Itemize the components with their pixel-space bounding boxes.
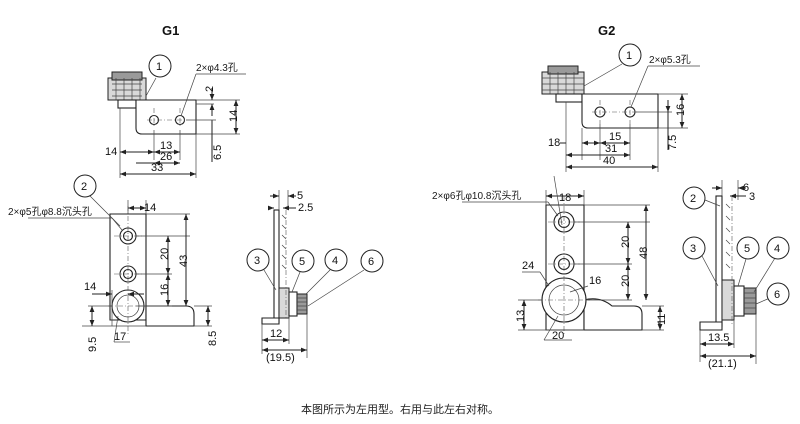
dim-text: 12 xyxy=(270,328,282,340)
dim-text: 2.5 xyxy=(298,202,313,214)
g1-front-view xyxy=(108,206,195,334)
dim-text: 6 xyxy=(743,182,749,194)
callout-1-g1 xyxy=(148,54,172,78)
callout-label: 5 xyxy=(299,256,305,268)
callout-4-g1 xyxy=(324,248,348,272)
dim-text: 13 xyxy=(515,310,527,322)
callout-1-g2 xyxy=(618,43,642,67)
g1-top-dimensions: 14 13 26 33 2 14 6.5 2×φ4.3孔 xyxy=(105,62,246,177)
dim-text: 43 xyxy=(178,255,190,267)
dim-text: 15 xyxy=(609,131,621,143)
dim-text: 31 xyxy=(605,143,617,155)
dim-text: 20 xyxy=(552,330,564,342)
callouts: 1 2 3 4 5 6 1 2 3 4 5 xyxy=(73,43,790,307)
g2-top-view xyxy=(541,65,659,172)
callout-label: 3 xyxy=(690,243,696,255)
dim-text: 24 xyxy=(522,260,534,272)
g1-hole-label-front: 2×φ5孔φ8.8沉头孔 xyxy=(8,205,92,218)
callout-label: 3 xyxy=(254,255,260,267)
callout-2-g1 xyxy=(73,174,97,198)
g1-hole-label-top: 2×φ4.3孔 xyxy=(196,62,238,74)
callout-label: 6 xyxy=(774,289,780,301)
g2-front-view xyxy=(538,196,643,336)
g1-side-dimensions: 5 2.5 12 (19.5) xyxy=(261,190,313,364)
dim-text: 13.5 xyxy=(708,332,729,344)
callout-label: 5 xyxy=(744,243,750,255)
g2-hole-label-front: 2×φ6孔φ10.8沉头孔 xyxy=(432,189,521,202)
g2-side-dimensions: 6 3 13.5 (21.1) xyxy=(699,180,757,370)
callout-label: 2 xyxy=(81,181,87,193)
dim-text: 11 xyxy=(656,314,668,325)
dim-text: 26 xyxy=(160,151,172,163)
callout-label: 4 xyxy=(332,255,338,267)
callout-label: 1 xyxy=(626,50,632,62)
dim-text: 16 xyxy=(589,275,601,287)
dim-text: 9.5 xyxy=(87,337,99,352)
dim-text: 14 xyxy=(84,281,96,293)
callout-6-g2 xyxy=(766,282,790,306)
g2-top-dimensions: 18 15 31 40 16 7.5 2×φ5.3孔 xyxy=(548,54,700,170)
g1-top-view xyxy=(107,71,197,178)
dim-text: 6.5 xyxy=(212,145,224,160)
callout-4-g2 xyxy=(766,236,790,260)
dim-text: 8.5 xyxy=(207,331,219,346)
dim-text: 18 xyxy=(559,192,571,204)
callout-3-g1 xyxy=(246,248,270,272)
callout-3-g2 xyxy=(682,236,706,260)
dim-text: 18 xyxy=(548,137,560,149)
dim-text: 40 xyxy=(603,155,615,167)
dim-text: (21.1) xyxy=(708,358,737,370)
footnote: 本图所示为左用型。右用与此左右对称。 xyxy=(301,403,499,416)
dim-text: 20 xyxy=(620,275,632,287)
callout-label: 6 xyxy=(368,256,374,268)
dim-text: 20 xyxy=(620,236,632,248)
dim-text: 48 xyxy=(638,247,650,259)
dim-text: 17 xyxy=(114,331,126,343)
callout-6-g1 xyxy=(360,249,384,273)
callout-2-g2 xyxy=(682,186,706,210)
g2-hole-label-top: 2×φ5.3孔 xyxy=(649,54,691,66)
dim-text: (19.5) xyxy=(266,352,295,364)
dim-text: 16 xyxy=(675,104,687,116)
callout-5-g2 xyxy=(736,236,760,260)
dim-text: 20 xyxy=(159,248,171,260)
dim-text: 5 xyxy=(297,190,303,202)
dim-text: 33 xyxy=(151,162,163,174)
g1-front-dimensions: 14 20 16 43 14 9.5 17 8.5 2×φ5孔φ8.8沉头孔 xyxy=(8,200,219,352)
dim-text: 7.5 xyxy=(667,135,679,150)
callout-label: 1 xyxy=(156,61,162,73)
dim-text: 13 xyxy=(160,140,172,152)
dim-text: 14 xyxy=(105,146,117,158)
g2-side-view xyxy=(699,195,757,331)
g1-side-view xyxy=(261,209,308,325)
title-g1: G1 xyxy=(162,23,179,38)
dim-text: 2 xyxy=(204,86,216,92)
callout-5-g1 xyxy=(291,249,315,273)
callout-label: 4 xyxy=(774,243,780,255)
dim-text: 14 xyxy=(228,110,240,122)
dim-text: 16 xyxy=(159,284,171,296)
callout-label: 2 xyxy=(690,193,696,205)
title-g2: G2 xyxy=(598,23,615,38)
dim-text: 14 xyxy=(144,202,156,214)
g2-front-dimensions: 18 20 20 48 24 16 13 20 11 2×φ6孔φ1 xyxy=(432,189,668,342)
dim-text: 3 xyxy=(749,191,755,203)
